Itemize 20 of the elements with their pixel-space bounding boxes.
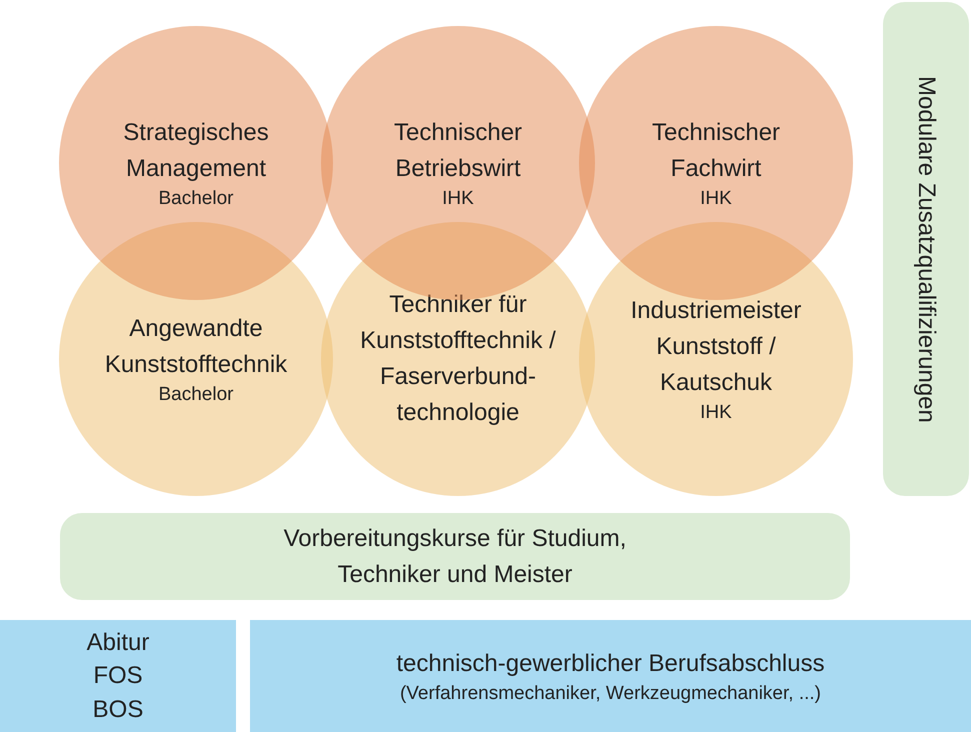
- course-title: technisch-gewerblicher Berufsabschluss: [396, 648, 825, 679]
- course-title: Abitur FOS BOS: [86, 628, 150, 725]
- course-title: Angewandte Kunststofftechnik: [104, 314, 288, 380]
- course-note: IHK: [700, 400, 732, 425]
- course-note: Bachelor: [158, 382, 234, 407]
- course-title: Industriemeister Kunststoff / Kautschuk: [630, 296, 802, 398]
- entry-box: [0, 620, 236, 732]
- course-note: (Verfahrensmechaniker, Werkzeugmechaniker, ...): [400, 682, 821, 706]
- course-note: Bachelor: [158, 186, 234, 211]
- course-note: IHK: [442, 186, 474, 211]
- course-title: Vorbereitungskurse für Studium, Techniker und Meister: [282, 524, 628, 590]
- side-panel: [883, 2, 969, 496]
- course-title: Techniker für Kunststofftechnik / Faserverbund-technologie: [359, 290, 557, 428]
- course-note: IHK: [700, 186, 732, 211]
- course-title: Technischer Fachwirt: [650, 118, 782, 184]
- course-title: Technischer Betriebswirt: [392, 118, 524, 184]
- course-title: Strategisches Management: [122, 118, 270, 184]
- course-title: Modulare Zusatzqualifizierungen: [912, 76, 942, 422]
- course-band: [60, 513, 850, 600]
- entry-box: [250, 620, 971, 732]
